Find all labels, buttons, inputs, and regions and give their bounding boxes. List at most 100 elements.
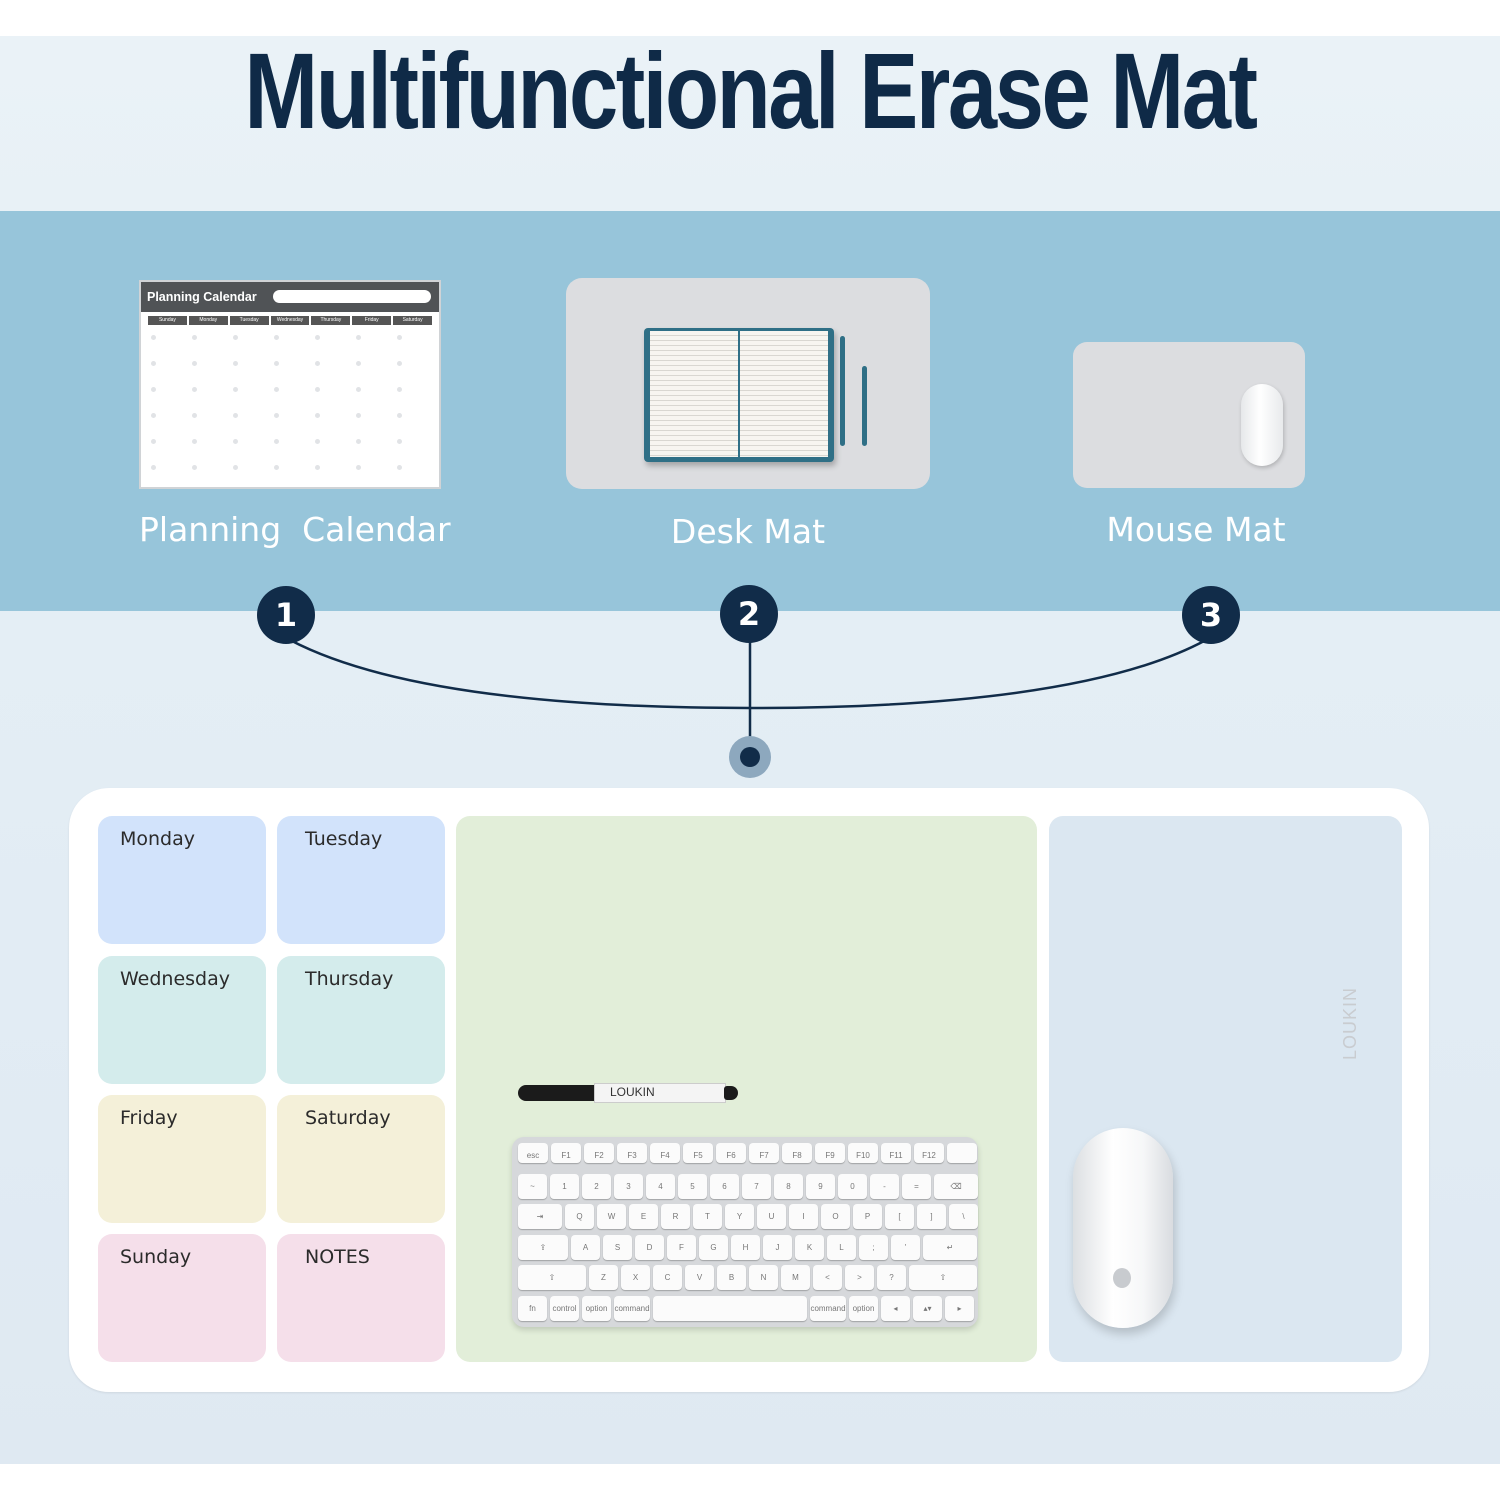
- keyboard-key: ⇧: [518, 1265, 586, 1290]
- connector-lines: [289, 638, 1207, 740]
- keyboard-key: ;: [859, 1234, 888, 1260]
- calendar-thumbnail-cell: [151, 465, 156, 470]
- day-box-thursday: Thursday: [277, 956, 445, 1084]
- calendar-thumbnail-cell: [192, 361, 197, 366]
- calendar-thumbnail-cell: [233, 439, 238, 444]
- calendar-thumbnail-cell: [274, 465, 279, 470]
- keyboard-key: K: [795, 1234, 824, 1260]
- calendar-thumbnail-cell: [356, 335, 361, 340]
- connector-curve: [289, 638, 1207, 710]
- calendar-thumbnail-cell: [233, 387, 238, 392]
- keyboard-key: X: [621, 1265, 650, 1290]
- notes-box: NOTES: [277, 1234, 445, 1362]
- calendar-thumbnail-cell: [274, 361, 279, 366]
- keyboard-key: ]: [917, 1204, 946, 1229]
- calendar-thumbnail-cell: [274, 413, 279, 418]
- keyboard-key: [: [885, 1204, 914, 1229]
- day-box-monday: Monday: [98, 816, 266, 944]
- mouse-image: [1241, 384, 1283, 466]
- keyboard-key: >: [845, 1265, 874, 1290]
- keyboard-key: F4: [650, 1143, 680, 1163]
- keyboard-key: option: [582, 1295, 611, 1321]
- keyboard-key: ~: [518, 1173, 547, 1199]
- keyboard-key: =: [902, 1173, 931, 1199]
- keyboard-key: J: [763, 1234, 792, 1260]
- mouse-image: [1073, 1128, 1173, 1328]
- keyboard-key: U: [757, 1204, 786, 1229]
- keyboard-key: 5: [678, 1173, 707, 1199]
- pen-image: [862, 366, 867, 446]
- keyboard-key: 6: [710, 1173, 739, 1199]
- keyboard-key: D: [635, 1234, 664, 1260]
- keyboard-key: <: [813, 1265, 842, 1290]
- calendar-thumbnail-cell: [356, 465, 361, 470]
- calendar-thumbnail-cell: [356, 361, 361, 366]
- keyboard-key: 3: [614, 1173, 643, 1199]
- keyboard-key: 8: [774, 1173, 803, 1199]
- calendar-thumbnail-cell: [233, 413, 238, 418]
- calendar-thumbnail-cell: [315, 335, 320, 340]
- calendar-thumbnail-cell: [397, 335, 402, 340]
- keyboard-key: ⇧: [909, 1265, 977, 1290]
- calendar-thumbnail-cell: [356, 413, 361, 418]
- calendar-thumbnail-cell: [233, 335, 238, 340]
- keyboard-key: F12: [914, 1143, 944, 1163]
- keyboard-key: M: [781, 1265, 810, 1290]
- keyboard-key: B: [717, 1265, 746, 1290]
- marker-brand: LOUKIN: [610, 1085, 655, 1099]
- keyboard-key: S: [603, 1234, 632, 1260]
- calendar-thumbnail-cell: [192, 439, 197, 444]
- keyboard-key: F9: [815, 1143, 845, 1163]
- keyboard-key: ◂: [881, 1295, 910, 1321]
- keyboard-key: 4: [646, 1173, 675, 1199]
- calendar-thumbnail-cell: [397, 465, 402, 470]
- page-title: Multifunctional Erase Mat: [244, 30, 1258, 151]
- calendar-thumbnail-cell: [397, 413, 402, 418]
- keyboard-key: F: [667, 1234, 696, 1260]
- day-box-tuesday: Tuesday: [277, 816, 445, 944]
- planning-calendar-label: Planning Calendar: [139, 510, 451, 549]
- keyboard-key: F6: [716, 1143, 746, 1163]
- keyboard-key: F11: [881, 1143, 911, 1163]
- calendar-thumbnail-cell: [151, 335, 156, 340]
- keyboard-key: command: [614, 1295, 650, 1321]
- calendar-thumbnail-cell: [397, 439, 402, 444]
- keyboard-key: [653, 1295, 807, 1321]
- calendar-thumbnail-cell: [315, 439, 320, 444]
- day-box-sunday: Sunday: [98, 1234, 266, 1362]
- keyboard-key: H: [731, 1234, 760, 1260]
- calendar-thumbnail-grid: [147, 329, 433, 479]
- calendar-thumbnail-cell: [274, 439, 279, 444]
- keyboard-key: E: [629, 1204, 658, 1229]
- calendar-thumbnail-day-header: Thursday: [311, 316, 351, 325]
- keyboard-key: T: [693, 1204, 722, 1229]
- calendar-thumbnail-cell: [397, 387, 402, 392]
- marker-cap: [518, 1085, 598, 1101]
- keyboard-key: 2: [582, 1173, 611, 1199]
- keyboard-key: Y: [725, 1204, 754, 1229]
- calendar-thumbnail-cell: [233, 361, 238, 366]
- keyboard-key: \: [949, 1204, 978, 1229]
- keyboard-key: A: [571, 1234, 600, 1260]
- calendar-thumbnail-day-header: Friday: [352, 316, 392, 325]
- number-badge-3: 3: [1182, 586, 1240, 644]
- calendar-thumbnail-cell: [397, 361, 402, 366]
- calendar-thumbnail-cell: [315, 361, 320, 366]
- calendar-thumbnail-name-bar: [273, 290, 431, 303]
- calendar-thumbnail-cell: [151, 413, 156, 418]
- calendar-thumbnail-cell: [192, 465, 197, 470]
- brand-logo: LOUKIN: [1340, 986, 1360, 1060]
- keyboard-key: option: [849, 1295, 878, 1321]
- keyboard-key: G: [699, 1234, 728, 1260]
- calendar-thumbnail-cell: [274, 335, 279, 340]
- keyboard-key: C: [653, 1265, 682, 1290]
- keyboard-key: V: [685, 1265, 714, 1290]
- keyboard-key: F10: [848, 1143, 878, 1163]
- calendar-thumbnail-cell: [151, 439, 156, 444]
